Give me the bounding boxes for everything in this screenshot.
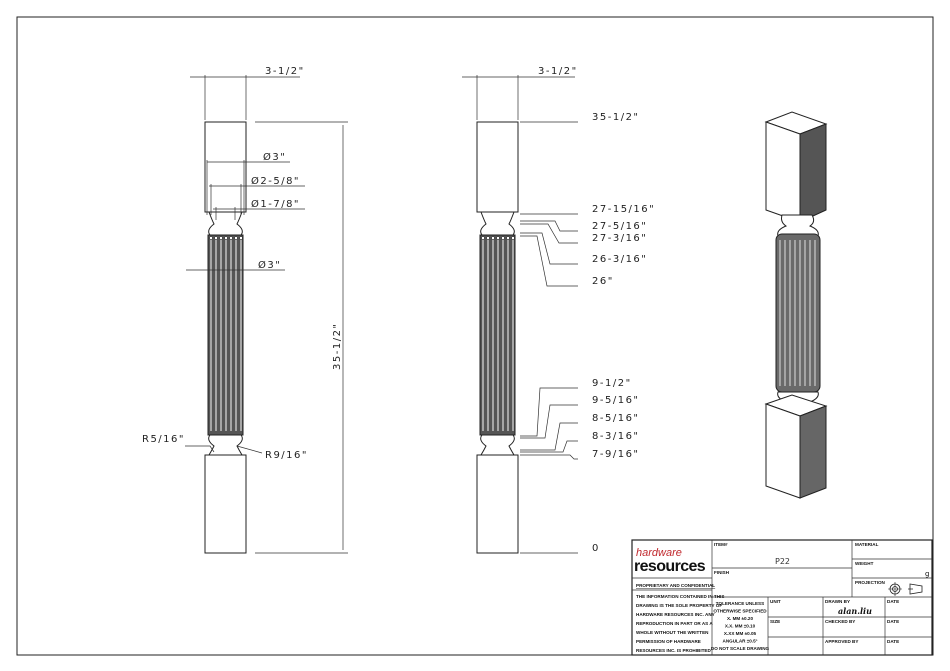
projection-symbol-icon (888, 582, 923, 596)
side-top-block (476, 121, 519, 213)
iso-top-right-face (799, 123, 827, 223)
proprietary-text-line: DRAWING IS THE SOLE PROPERTY OF (636, 603, 722, 608)
top-diameter: Ø3" (263, 151, 286, 163)
weight-label: WEIGHT (855, 561, 874, 566)
title-block: hardware resources PROPRIETARY AND CONFI… (631, 539, 933, 656)
upper-collar (208, 211, 243, 236)
shaft-diameter: Ø3" (258, 259, 281, 271)
tolerance-line: OTHERWISE SPECIFIED (713, 609, 767, 614)
date-label-drawn: DATE (887, 599, 899, 604)
iso-bottom-left-face (765, 403, 801, 499)
date-label-approved: DATE (887, 639, 899, 644)
side-upper-collar (480, 211, 515, 236)
flute-end (239, 236, 243, 240)
iso-bottom-right-face (799, 405, 827, 499)
iso-top-left-face (765, 121, 801, 223)
logo-resources: resources (634, 558, 706, 575)
weight-value: g (925, 570, 929, 578)
flute-end (511, 236, 515, 240)
bottom-block (204, 454, 247, 554)
projection-label: PROJECTION (855, 580, 886, 585)
radius-left: R5/16" (142, 434, 185, 445)
height-label: 7-9/16" (592, 449, 640, 460)
height-label: 8-3/16" (592, 431, 640, 442)
logo-hardware: hardware (636, 547, 682, 559)
proprietary-text-line: WHOLE WITHOUT THE WRITTEN (636, 630, 709, 635)
iso-fluted-shaft (775, 233, 821, 393)
flute-end (224, 236, 228, 240)
flute-end (229, 236, 233, 240)
small-diameter: Ø1-7/8" (251, 198, 300, 210)
height-label: 27-3/16" (592, 233, 647, 244)
proprietary-text-line: PERMISSION OF HARDWARE (636, 639, 701, 644)
flute-end (501, 236, 505, 240)
proprietary-text-line: HARDWARE RESOURCES INC. ANY (636, 612, 715, 617)
mid-diameter: Ø2-5/8" (251, 175, 300, 187)
height-label: 9-1/2" (592, 378, 632, 389)
proprietary-text-line: REPRODUCTION IN PART OR AS A (636, 621, 713, 626)
size-label: SIZE (770, 619, 780, 624)
front-view: 3-1/2" Ø3" Ø2-5/8" Ø1-7/8" Ø3" 35-1/2" R… (142, 66, 348, 554)
side-width-dimension: 3-1/2" (538, 66, 578, 77)
height-label: 8-5/16" (592, 413, 640, 424)
drawn-by-label: DRAWN BY (825, 599, 850, 604)
tolerance-line: DO NOT SCALE DRAWING (711, 646, 770, 651)
side-view: 3-1/2" 35-1/2" 27-15/16" 27-5/16"27-3/16" 2… (462, 66, 655, 554)
tolerance-line: ANGULAR ±0.5° (723, 639, 758, 644)
height-label: 35-1/2" (592, 112, 640, 123)
flute-end (234, 236, 238, 240)
flute-end (209, 236, 213, 240)
tolerance-line: X. MM ±0.20 (727, 616, 753, 621)
isometric-view (764, 111, 828, 499)
item-value: P22 (775, 557, 790, 566)
height-label: 0 (592, 543, 600, 554)
height-label: 27-15/16" (592, 204, 655, 215)
iso-upper-collar (777, 214, 819, 237)
finish-label: FINISH (714, 570, 730, 575)
height-label: 26-3/16" (592, 254, 647, 265)
flute-end (496, 236, 500, 240)
radius-right: R9/16" (265, 450, 308, 461)
height-label: 27-5/16" (592, 221, 647, 232)
approved-by-label: APPROVED BY (825, 639, 858, 644)
tolerance-line: TOLERANCE UNLESS (716, 601, 764, 606)
flute-end (214, 236, 218, 240)
height-label: 26" (592, 276, 614, 287)
side-lower-collar (480, 434, 515, 456)
tolerance-line: X.X. MM ±0.10 (725, 624, 756, 629)
drawing-border (16, 16, 934, 656)
side-bottom-block (476, 454, 519, 554)
proprietary-heading: PROPRIETARY AND CONFIDENTIAL (636, 583, 715, 588)
front-width-dimension: 3-1/2" (265, 66, 305, 77)
unit-label: UNIT (770, 599, 781, 604)
flute-end (491, 236, 495, 240)
proprietary-text-line: THE INFORMATION CONTAINED IN THIS (636, 594, 724, 599)
flute-end (481, 236, 485, 240)
flute-end (219, 236, 223, 240)
date-label-checked: DATE (887, 619, 899, 624)
item-label: ITEM# (714, 542, 728, 547)
overall-height-dimension: 35-1/2" (332, 322, 343, 370)
drawn-by-signature: alan.liu (838, 606, 872, 616)
checked-by-label: CHECKED BY (825, 619, 855, 624)
flute-end (486, 236, 490, 240)
height-label: 9-5/16" (592, 395, 640, 406)
proprietary-text-line: RESOURCES INC. IS PROHIBITED (636, 648, 711, 653)
flute-end (506, 236, 510, 240)
tolerance-line: X.XX MM ±0.05 (724, 631, 757, 636)
material-label: MATERIAL (855, 542, 879, 547)
